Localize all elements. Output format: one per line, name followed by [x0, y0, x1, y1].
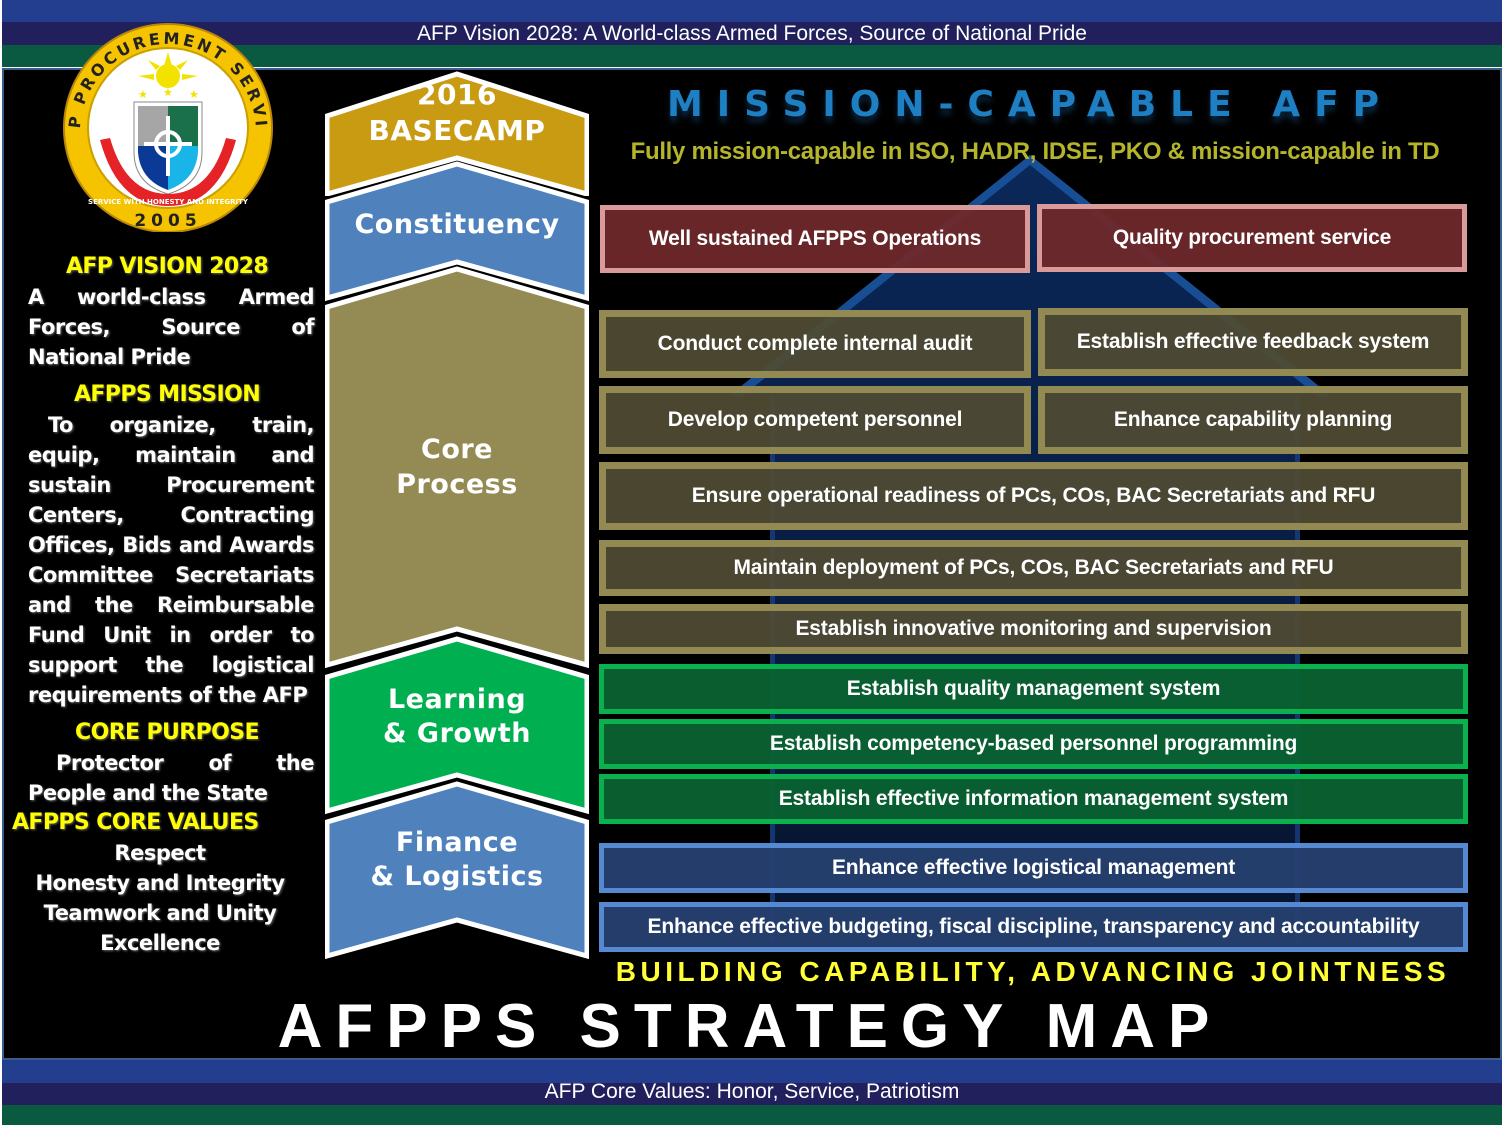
- stars-icon: ★ ★ ★: [138, 86, 199, 101]
- footer-band-blue: [2, 1060, 1502, 1083]
- value-item: Teamwork and Unity: [43, 901, 277, 925]
- objective-box: Establish quality management system: [599, 664, 1468, 714]
- vision-text: A world-class Armed Forces, Source of Na…: [28, 285, 315, 369]
- objective-box: Maintain deployment of PCs, COs, BAC Sec…: [599, 540, 1468, 596]
- svg-text:★: ★: [138, 88, 148, 101]
- objective-label: Establish effective feedback system: [1076, 330, 1430, 353]
- sun-icon: [138, 52, 198, 88]
- core-process-line2: Process: [396, 469, 518, 500]
- objective-box: Enhance effective logistical management: [599, 843, 1468, 893]
- header-band-blue: [2, 0, 1502, 22]
- objective-label: Establish effective information manageme…: [778, 787, 1289, 810]
- left-info-panel: AFP VISION 2028 A world-class Armed Forc…: [12, 252, 315, 958]
- basecamp-year: 2016: [417, 78, 497, 111]
- basecamp-label: BASECAMP: [368, 114, 546, 147]
- objective-box: Develop competent personnel: [599, 386, 1031, 454]
- afpps-logo: AFP PROCUREMENT SERVICE ★★★ SERVICE WITH…: [58, 20, 273, 232]
- objective-label: Conduct complete internal audit: [657, 332, 973, 355]
- purpose-text: Protector of the People and the State: [28, 751, 315, 805]
- mission-text: To organize, train, equip, maintain and …: [28, 413, 315, 707]
- objective-box: Enhance effective budgeting, fiscal disc…: [599, 902, 1468, 952]
- learning-growth-line1: Learning: [387, 684, 527, 715]
- footer-band-green: [2, 1105, 1502, 1125]
- perspective-learning-growth: Learning & Growth: [325, 635, 589, 815]
- objective-label: Establish innovative monitoring and supe…: [795, 617, 1272, 640]
- core-process-line1: Core: [421, 434, 493, 465]
- objective-box: Establish innovative monitoring and supe…: [599, 604, 1468, 654]
- svg-text:★: ★: [189, 88, 199, 101]
- svg-text:★: ★: [163, 86, 173, 99]
- header-band-navy: [2, 22, 1502, 45]
- tagline: BUILDING CAPABILITY, ADVANCING JOINTNESS: [615, 956, 1451, 987]
- page-title: AFPPS STRATEGY MAP: [277, 992, 1223, 1061]
- perspective-core-process: Core Process: [325, 265, 589, 670]
- objective-label: Enhance effective budgeting, fiscal disc…: [647, 915, 1420, 938]
- logo-ribbon-text: SERVICE WITH HONESTY AND INTEGRITY: [88, 198, 249, 206]
- objective-label: Establish competency-based personnel pro…: [769, 732, 1298, 755]
- constituency-label: Constituency: [354, 209, 560, 240]
- objective-label: Maintain deployment of PCs, COs, BAC Sec…: [733, 556, 1334, 579]
- objective-box: Establish effective information manageme…: [599, 774, 1468, 824]
- value-item: Honesty and Integrity: [35, 871, 285, 895]
- perspective-constituency: Constituency: [325, 160, 589, 302]
- value-item: Respect: [114, 841, 206, 865]
- logo-year: 2005: [134, 211, 201, 231]
- objective-box: Ensure operational readiness of PCs, COs…: [599, 462, 1468, 530]
- objective-label: Quality procurement service: [1112, 226, 1392, 249]
- objective-box: Establish competency-based personnel pro…: [599, 719, 1468, 769]
- vision-heading: AFP VISION 2028: [65, 254, 269, 279]
- objective-label: Enhance capability planning: [1113, 408, 1393, 431]
- objective-label: Enhance effective logistical management: [831, 856, 1235, 879]
- finance-logistics-line1: Finance: [395, 827, 519, 858]
- purpose-heading: CORE PURPOSE: [75, 720, 260, 745]
- header-band-green: [2, 45, 1502, 67]
- objective-label: Establish quality management system: [846, 677, 1221, 700]
- shield-icon: [133, 101, 203, 195]
- learning-growth-line2: & Growth: [382, 718, 532, 749]
- perspective-finance-logistics: Finance & Logistics: [325, 780, 589, 960]
- objective-box: Quality procurement service: [1037, 204, 1467, 272]
- objective-box: Well sustained AFPPS Operations: [600, 205, 1030, 273]
- vision-banner-text: AFP Vision 2028: A World-class Armed For…: [417, 22, 1087, 45]
- value-item: Excellence: [100, 931, 220, 955]
- objective-box: Establish effective feedback system: [1038, 308, 1468, 376]
- perspective-basecamp: 2016 BASECAMP: [325, 70, 589, 196]
- mission-heading: AFPPS MISSION: [73, 382, 261, 407]
- objective-label: Well sustained AFPPS Operations: [648, 227, 982, 250]
- finance-logistics-line2: & Logistics: [370, 861, 544, 892]
- objective-label: Develop competent personnel: [667, 408, 963, 431]
- objective-box: Enhance capability planning: [1038, 386, 1468, 454]
- footer-band-navy: [2, 1083, 1502, 1105]
- values-heading: AFPPS CORE VALUES: [12, 810, 259, 835]
- objective-label: Ensure operational readiness of PCs, COs…: [691, 484, 1376, 507]
- objective-box: Conduct complete internal audit: [599, 310, 1031, 378]
- mission-capable-subtitle: Fully mission-capable in ISO, HADR, IDSE…: [630, 138, 1440, 165]
- mission-capable-title: MISSION-CAPABLE AFP: [666, 84, 1394, 125]
- core-values-banner-text: AFP Core Values: Honor, Service, Patriot…: [544, 1080, 960, 1103]
